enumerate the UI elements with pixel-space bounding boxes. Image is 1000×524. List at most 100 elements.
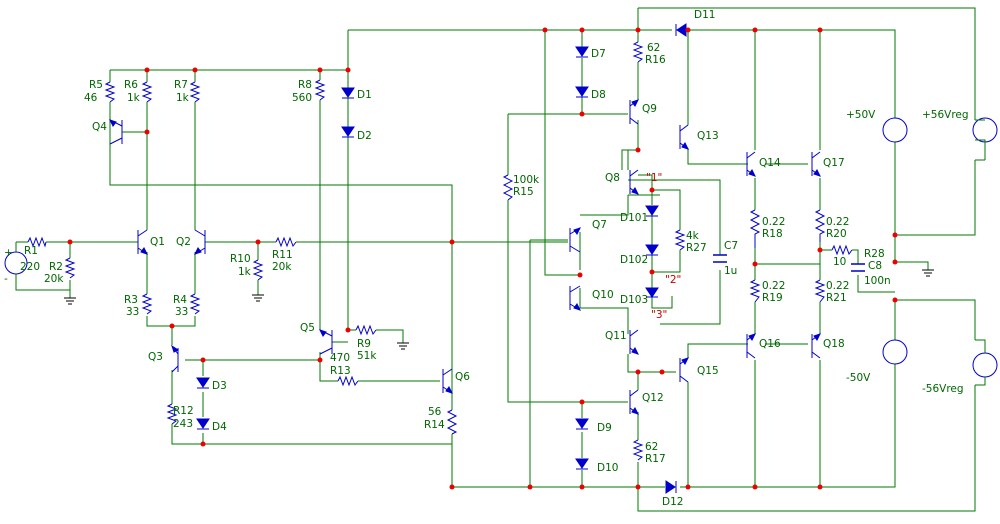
label-minus-50v: -50V xyxy=(846,372,871,384)
label-q1: Q1 xyxy=(150,236,165,248)
label-r28-value: 10 xyxy=(833,256,846,268)
label-r19: R19 xyxy=(762,292,783,304)
resistor-r28 xyxy=(831,244,853,256)
label-d10: D10 xyxy=(597,462,618,474)
label-r12-value: 243 xyxy=(173,418,193,430)
label-r9: R9 xyxy=(357,338,371,350)
label-d8: D8 xyxy=(591,89,606,101)
transistor-q17 xyxy=(811,151,821,177)
transistor-q12 xyxy=(629,389,639,415)
label-d103: D103 xyxy=(620,294,648,306)
transistor-q2 xyxy=(194,229,206,255)
transistor-q4 xyxy=(109,119,123,145)
label-q15: Q15 xyxy=(697,365,719,377)
source-plus-50v xyxy=(882,117,908,143)
label-r1-value: 220 xyxy=(20,261,40,273)
resistor-r21 xyxy=(814,279,826,303)
resistor-r18 xyxy=(749,209,761,248)
label-r16: R16 xyxy=(645,54,666,66)
label-d3: D3 xyxy=(212,380,227,392)
label-plus-50v: +50V xyxy=(846,109,876,121)
label-plus-56vreg: +56Vreg xyxy=(922,109,969,121)
transistor-q8 xyxy=(629,169,639,195)
label-minus-56vreg: -56Vreg xyxy=(922,383,964,395)
resistor-r16 xyxy=(632,41,644,63)
transistors xyxy=(109,99,821,415)
resistor-r8 xyxy=(314,79,326,101)
label-q12: Q12 xyxy=(642,392,664,404)
label-q18: Q18 xyxy=(823,338,845,350)
net-label-3: "3" xyxy=(651,309,667,321)
diode-d102 xyxy=(645,244,659,256)
label-r4: R4 xyxy=(173,294,187,306)
label-r12: R12 xyxy=(173,405,194,417)
label-r17: R17 xyxy=(645,453,666,465)
label-d1: D1 xyxy=(357,89,372,101)
label-r14: R14 xyxy=(424,419,445,431)
label-q7: Q7 xyxy=(592,219,607,231)
source-plus-56vreg xyxy=(972,117,998,161)
label-d2: D2 xyxy=(357,130,372,142)
resistor-r9 xyxy=(355,324,377,336)
resistor-r6 xyxy=(141,81,153,103)
label-q8: Q8 xyxy=(605,172,620,184)
label-q17: Q17 xyxy=(823,157,845,169)
label-d9: D9 xyxy=(597,422,612,434)
resistor-r11 xyxy=(275,236,297,248)
resistor-r17 xyxy=(632,439,644,461)
transistor-q18 xyxy=(811,333,821,359)
label-r27-value: 4k xyxy=(686,230,700,242)
resistor-r2 xyxy=(64,257,76,279)
diode-d9 xyxy=(575,418,589,430)
label-r27: R27 xyxy=(686,242,707,254)
transistor-q9 xyxy=(629,99,639,125)
label-r20: R20 xyxy=(826,228,847,240)
resistor-r13 xyxy=(337,375,359,387)
label-q10: Q10 xyxy=(592,289,614,301)
resistor-r5 xyxy=(104,81,116,103)
diode-d12 xyxy=(665,480,677,494)
label-r3-value: 33 xyxy=(126,306,139,318)
wires xyxy=(15,7,976,512)
source-minus-56vreg xyxy=(972,339,998,386)
label-r18-value: 0.22 xyxy=(762,216,785,228)
diode-d10 xyxy=(575,458,589,470)
diode-d2 xyxy=(341,126,355,138)
label-q16: Q16 xyxy=(759,338,781,350)
label-r20-value: 0.22 xyxy=(826,216,849,228)
label-r13: R13 xyxy=(330,365,351,377)
source-minus-50v xyxy=(882,339,908,365)
label-r2-value: 20k xyxy=(44,273,64,285)
label-r28: R28 xyxy=(864,248,885,260)
resistor-r20 xyxy=(814,209,826,242)
resistor-r15 xyxy=(502,174,514,201)
transistor-q13 xyxy=(679,124,689,150)
label-q4: Q4 xyxy=(92,121,107,133)
label-c7-value: 1u xyxy=(724,265,737,277)
label-q2: Q2 xyxy=(176,236,191,248)
label-q3: Q3 xyxy=(148,351,163,363)
label-c8-value: 100n xyxy=(864,275,891,287)
label-r17-value: 62 xyxy=(645,441,658,453)
label-r14-value: 56 xyxy=(428,406,442,418)
resistor-r4 xyxy=(189,293,201,315)
resistors xyxy=(27,41,853,461)
resistor-r12 xyxy=(166,403,178,425)
transistor-q16 xyxy=(746,333,756,359)
label-q5: Q5 xyxy=(300,322,315,334)
input-source xyxy=(4,242,28,290)
diode-d4 xyxy=(196,418,210,430)
label-d12: D12 xyxy=(662,496,683,508)
diode-d1 xyxy=(341,87,355,99)
label-d4: D4 xyxy=(212,421,227,433)
transistor-q15 xyxy=(679,357,689,383)
resistor-r10 xyxy=(252,259,264,281)
transistor-q1 xyxy=(137,229,148,255)
diode-d11 xyxy=(675,23,687,37)
label-r16-value: 62 xyxy=(647,42,660,54)
source-plus-sign: + xyxy=(4,247,13,259)
label-r15-value: 100k xyxy=(513,174,540,186)
label-q11: Q11 xyxy=(605,330,627,342)
label-d11: D11 xyxy=(694,9,715,21)
